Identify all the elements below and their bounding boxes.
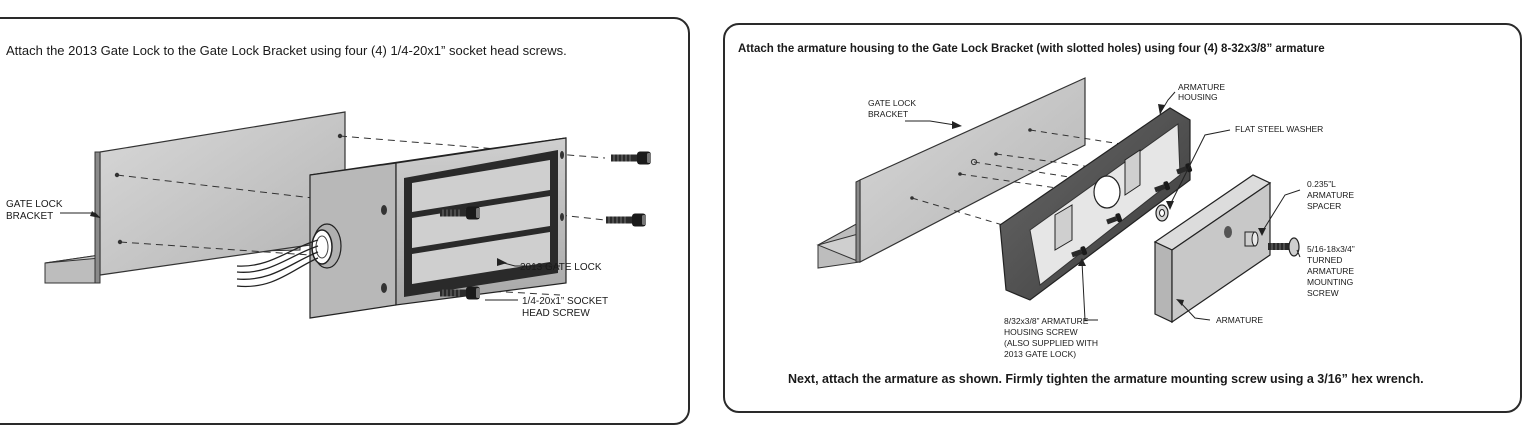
left-bracket-label-1: GATE LOCK (6, 199, 63, 210)
gate-lock-label: 2013 GATE LOCK (520, 262, 602, 273)
right-instruction: Attach the armature housing to the Gate … (738, 43, 1325, 55)
screw-label-1: 1/4-20x1” SOCKET (522, 296, 608, 307)
armature-spacer (1244, 231, 1259, 247)
right-footer-instruction: Next, attach the armature as shown. Firm… (788, 372, 1424, 386)
left-bracket-label-2: BRACKET (6, 211, 53, 222)
right-arrows (952, 104, 1266, 306)
mounting-screw-label-2: TURNED (1307, 255, 1342, 265)
right-bracket-label-2: BRACKET (868, 109, 908, 119)
spacer-label-2: ARMATURE (1307, 190, 1354, 200)
housing-label-1: ARMATURE (1178, 82, 1225, 92)
housing-screw-label-2: HOUSING SCREW (1004, 327, 1078, 337)
wire-connector (311, 223, 342, 269)
armature-label: ARMATURE (1216, 315, 1263, 325)
left-bracket (44, 111, 346, 284)
armature-housing (999, 107, 1191, 301)
mounting-screw-label-1: 5/16-18x3/4” (1307, 244, 1355, 254)
wires (236, 239, 319, 288)
housing-screw-label-4: 2013 GATE LOCK) (1004, 349, 1076, 359)
flat-steel-washer (1155, 204, 1169, 222)
right-bracket-label-1: GATE LOCK (868, 98, 916, 108)
right-bracket (816, 77, 1086, 269)
screw-label-2: HEAD SCREW (522, 308, 590, 319)
armature (1153, 174, 1272, 324)
left-arrows (90, 211, 507, 266)
left-instruction: Attach the 2013 Gate Lock to the Gate Lo… (6, 43, 567, 58)
spacer-label-3: SPACER (1307, 201, 1341, 211)
mounting-screw-label-4: MOUNTING (1307, 277, 1353, 287)
armature-mounting-screw (1268, 237, 1300, 257)
mounting-screw-label-3: ARMATURE (1307, 266, 1354, 276)
mounting-screw-label-5: SCREW (1307, 288, 1339, 298)
housing-label-2: HOUSING (1178, 92, 1218, 102)
housing-screw-label-3: (ALSO SUPPLIED WITH (1004, 338, 1098, 348)
gate-lock (236, 137, 567, 319)
housing-screw-label-1: 8/32x3/8” ARMATURE (1004, 316, 1089, 326)
washer-label: FLAT STEEL WASHER (1235, 124, 1323, 134)
spacer-label-1: 0.235”L (1307, 179, 1336, 189)
